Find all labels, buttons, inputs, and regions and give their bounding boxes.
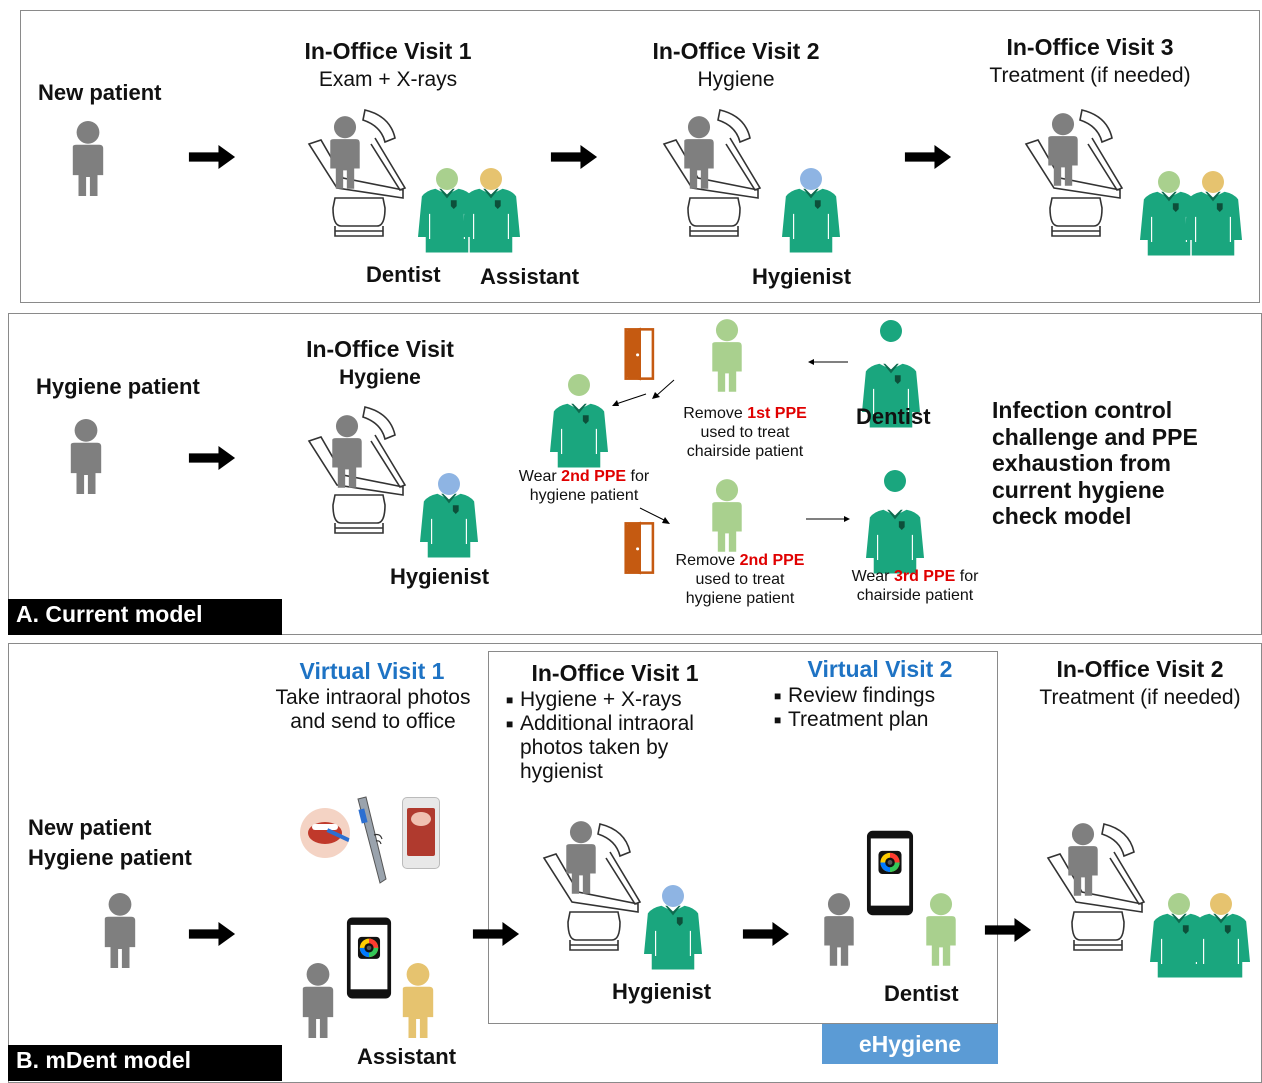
head-icon — [480, 168, 502, 190]
person-icon — [704, 478, 750, 552]
panel-a-label: A. Current model — [8, 599, 282, 635]
arrow-icon — [186, 922, 238, 946]
visit1-title: In-Office Visit 1 — [304, 38, 472, 64]
intraoral-camera-icon — [357, 796, 387, 884]
assistant-label: Assistant — [480, 264, 580, 289]
head-icon — [1202, 171, 1224, 193]
visit2-title: In-Office Visit 2 — [652, 38, 820, 64]
new-patient-label: New patient — [38, 80, 162, 105]
hygienist-label: Hygienist — [390, 564, 490, 589]
virtual-visit1-line1: Take intraoral photos — [275, 686, 471, 709]
person-icon — [558, 820, 604, 894]
staff-icon — [866, 486, 924, 574]
arrow-icon — [806, 516, 850, 522]
panel-b-label: B. mDent model — [8, 1045, 282, 1081]
visit3-subtitle: Treatment (if needed) — [989, 64, 1191, 87]
head-icon — [1158, 171, 1180, 193]
head-icon — [1210, 893, 1232, 915]
person-icon — [676, 115, 722, 189]
arrow-icon — [982, 918, 1034, 942]
virtual-visit2-bullets: ■Review findings ■Treatment plan — [774, 684, 936, 731]
dentist-label: Dentist — [856, 404, 931, 429]
arrow-icon — [639, 507, 670, 524]
dentist-label: Dentist — [366, 262, 441, 287]
patient-types: New patient Hygiene patient — [28, 815, 192, 870]
person-icon — [704, 318, 750, 392]
hygienist-label: Hygienist — [752, 264, 852, 289]
arrow-icon — [902, 145, 954, 169]
head-icon — [880, 320, 902, 342]
hygienist-label: Hygienist — [612, 979, 712, 1004]
person-icon — [64, 120, 112, 196]
door-icon — [624, 324, 658, 384]
person-icon — [324, 414, 370, 488]
remove-2nd-ppe-text: Remove 2nd PPE used to treat hygiene pat… — [675, 552, 805, 607]
virtual-visit1-line2: and send to office — [290, 710, 456, 733]
arrow-icon — [612, 393, 647, 406]
arrow-icon — [470, 922, 522, 946]
arrow-icon — [808, 359, 848, 365]
arrow-icon — [740, 922, 792, 946]
door-icon — [624, 518, 658, 578]
arrow-icon — [186, 145, 238, 169]
head-icon — [1168, 893, 1190, 915]
person-icon — [96, 892, 144, 968]
person-icon — [62, 418, 110, 494]
arrow-icon — [186, 446, 238, 470]
phone-app-icon — [346, 914, 392, 1002]
head-icon — [568, 374, 590, 396]
wear-2nd-ppe-text: Wear 2nd PPE for hygiene patient — [518, 468, 650, 504]
head-icon — [438, 473, 460, 495]
person-icon — [322, 115, 368, 189]
visit1-subtitle: Exam + X-rays — [318, 68, 458, 91]
dentist-label: Dentist — [884, 981, 959, 1006]
person-icon — [918, 892, 964, 966]
visit-subtitle: Hygiene — [339, 366, 421, 389]
arrow-icon — [652, 379, 675, 399]
remove-1st-ppe-text: Remove 1st PPE used to treat chairside p… — [683, 405, 807, 460]
head-icon — [662, 885, 684, 907]
person-icon — [1060, 822, 1106, 896]
office-visit2-title: In-Office Visit 2 — [1056, 656, 1224, 682]
infection-control-note: Infection control challenge and PPE exha… — [992, 397, 1198, 529]
visit3-title: In-Office Visit 3 — [1006, 34, 1174, 60]
person-icon — [394, 962, 442, 1038]
office-visit1-title: In-Office Visit 1 — [531, 660, 699, 686]
head-icon — [800, 168, 822, 190]
wear-3rd-ppe-text: Wear 3rd PPE for chairside patient — [851, 568, 979, 604]
person-icon — [816, 892, 862, 966]
assistant-label: Assistant — [357, 1044, 457, 1069]
phone-photo-icon — [402, 797, 440, 869]
office-visit2-subtitle: Treatment (if needed) — [1039, 686, 1241, 709]
office-visit1-bullets: ■Hygiene + X-rays ■Additional intraoral … — [506, 688, 694, 783]
virtual-visit2-title: Virtual Visit 2 — [807, 656, 953, 682]
panel-a-row1 — [20, 10, 1260, 303]
head-icon — [884, 470, 906, 492]
phone-app-icon — [866, 828, 914, 918]
arrow-icon — [548, 145, 600, 169]
visit-title: In-Office Visit — [306, 336, 454, 362]
person-icon — [294, 962, 342, 1038]
head-icon — [436, 168, 458, 190]
hygiene-patient-label: Hygiene patient — [36, 374, 200, 399]
ehygiene-label: eHygiene — [822, 1024, 998, 1064]
mouth-photo-icon — [300, 808, 350, 858]
virtual-visit1-title: Virtual Visit 1 — [299, 658, 445, 684]
ehygiene-box — [488, 651, 998, 1024]
visit2-subtitle: Hygiene — [697, 68, 775, 91]
person-icon — [1040, 112, 1086, 186]
